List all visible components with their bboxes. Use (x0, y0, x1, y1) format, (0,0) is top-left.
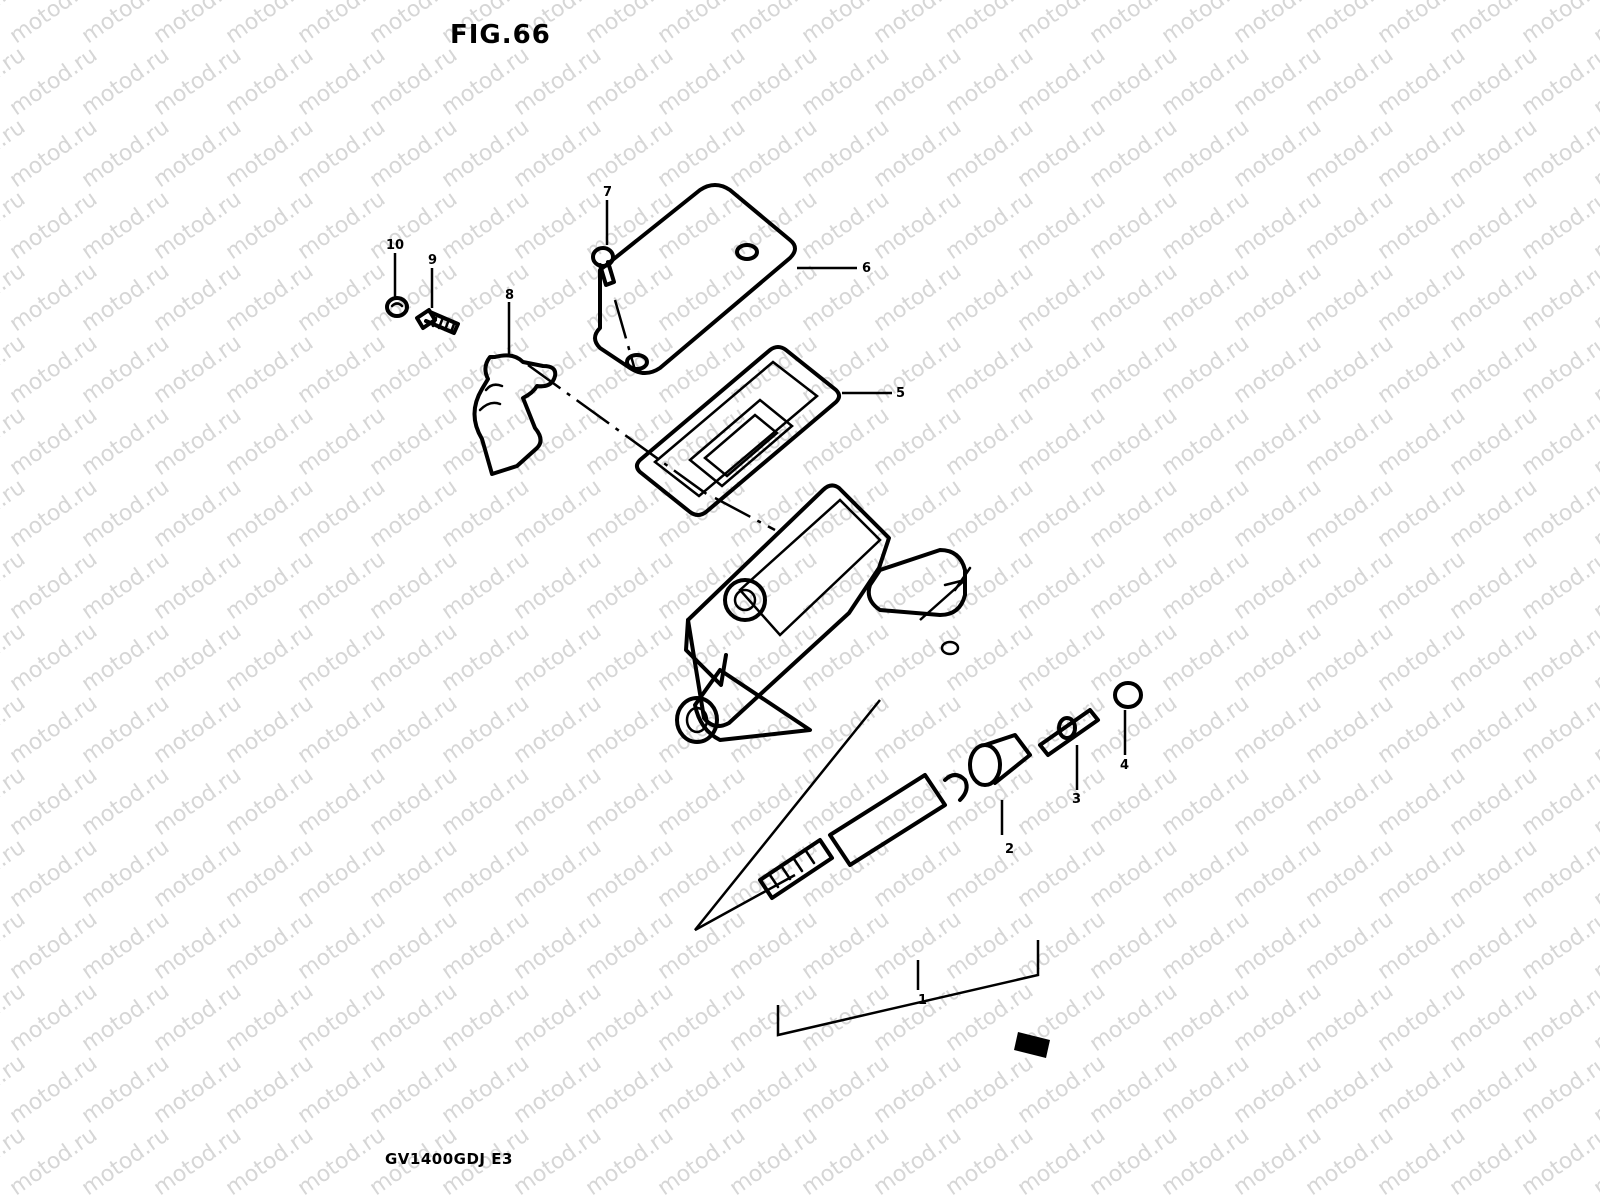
callout-9: 9 (428, 253, 438, 268)
part-rod-end-cap (1113, 681, 1143, 709)
front-arrow-badge (1014, 1032, 1050, 1058)
part-boot (968, 733, 1032, 787)
part-master-cylinder-body (675, 483, 972, 744)
assembly-line-piston (694, 699, 881, 932)
callout-2: 2 (1005, 842, 1015, 857)
part-reservoir-cap (593, 183, 797, 375)
part-holder (472, 353, 558, 476)
part-bolt (415, 308, 460, 335)
callout-5: 5 (896, 386, 906, 401)
assembly-line-screw (613, 299, 637, 371)
assembly-line-holder (527, 363, 776, 532)
model-code: GV1400GDJ E3 (385, 1150, 513, 1168)
callout-7: 7 (603, 185, 613, 200)
callout-10: 10 (386, 238, 405, 253)
figure-title: FIG.66 (450, 20, 551, 50)
callout-1: 1 (918, 993, 928, 1008)
callout-4: 4 (1120, 758, 1130, 773)
part-push-rod (1038, 708, 1100, 757)
callout-8: 8 (505, 288, 515, 303)
part-piston (828, 773, 969, 867)
part-diaphragm (635, 345, 841, 517)
callout-6: 6 (862, 261, 872, 276)
callout-3: 3 (1072, 792, 1082, 807)
part-piston-spring (758, 838, 834, 900)
part-washer (385, 296, 409, 318)
bracket-1 (776, 940, 1040, 1037)
